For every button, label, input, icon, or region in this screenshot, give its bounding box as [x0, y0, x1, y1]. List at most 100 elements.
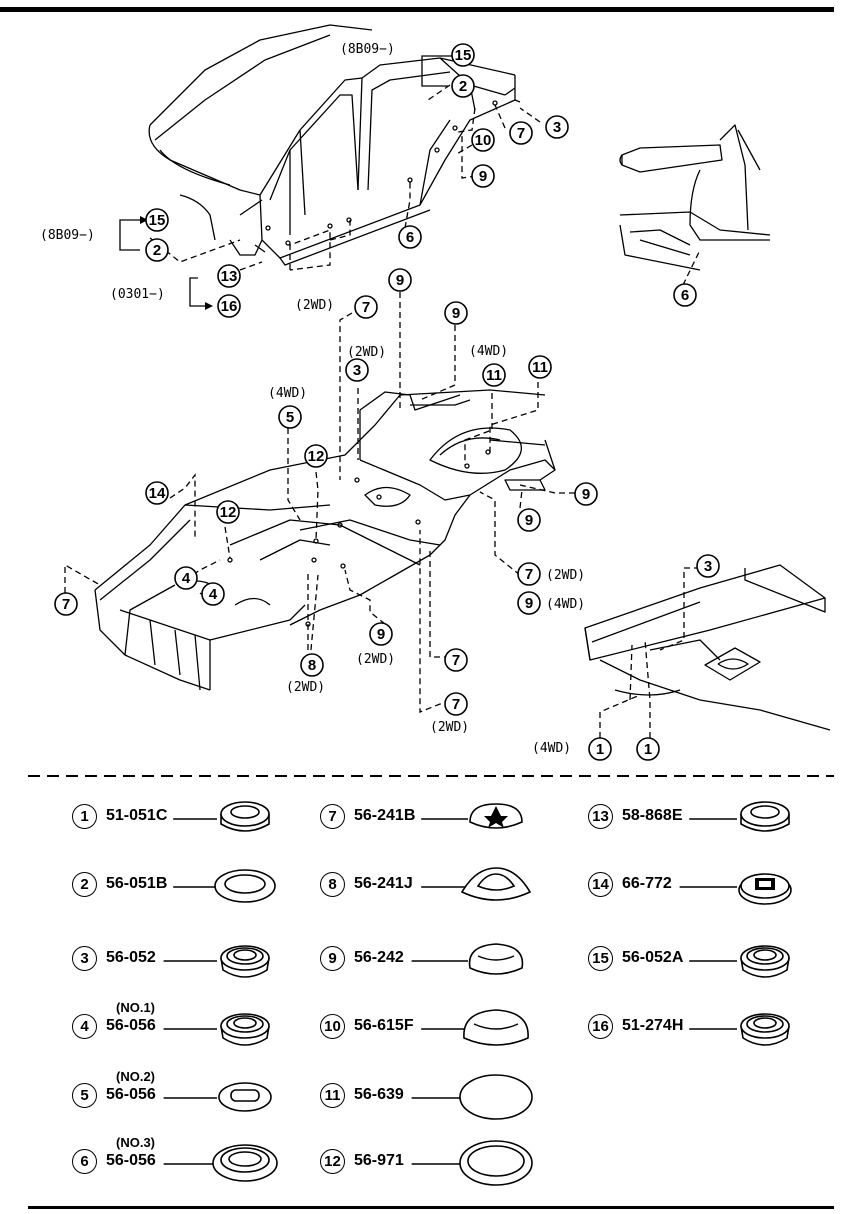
callout-number: 9 [582, 486, 590, 503]
car-body-illustration [94, 24, 831, 731]
callout-circle [174, 566, 198, 590]
callout-circle [517, 508, 541, 532]
legend-number: 3 [80, 950, 89, 967]
callout-number: 10 [475, 132, 492, 149]
callout-circle [517, 562, 541, 586]
legend-number: 4 [80, 1018, 89, 1035]
callout-number: 5 [286, 409, 294, 426]
note-2wd-7: (2WD) [295, 298, 335, 313]
legend-number: 16 [592, 1018, 609, 1035]
legend-illustrations [163, 801, 792, 1186]
callout-circle [545, 115, 569, 139]
grommet-illustration-3 [163, 945, 270, 978]
callout-number: 12 [220, 504, 237, 521]
grommet-illustration-5 [163, 1082, 272, 1112]
callout-circle [145, 481, 169, 505]
callout-circle [216, 500, 240, 524]
legend-number-badge: 3 [72, 946, 97, 971]
legend-number: 5 [80, 1087, 89, 1104]
legend-number: 13 [592, 808, 609, 825]
grommet-illustration-2 [173, 869, 276, 903]
callout-number: 7 [452, 696, 460, 713]
callout-circle [444, 692, 468, 716]
legend-note: (NO.2) [116, 1069, 155, 1084]
callout-13: 13 [217, 264, 241, 288]
callout-number: 13 [221, 268, 238, 285]
callout-circle [217, 264, 241, 288]
legend-note: (NO.3) [116, 1135, 155, 1150]
callout-16: 16 [217, 294, 241, 318]
callout-circle [354, 295, 378, 319]
callout-number: 7 [517, 125, 525, 142]
callout-circle [54, 592, 78, 616]
callout-1: 1 [588, 737, 612, 761]
callout-12: 12 [216, 500, 240, 524]
callout-9: 9 [388, 268, 412, 292]
callout-circle [517, 591, 541, 615]
legend-part-number: 66-772 [622, 875, 672, 892]
callout-number: 3 [704, 558, 712, 575]
callout-9: 9 [517, 508, 541, 532]
callout-7: 7 [54, 592, 78, 616]
callout-number: 12 [308, 448, 325, 465]
callout-number: 3 [353, 362, 361, 379]
legend-number: 14 [592, 876, 609, 893]
callout-number: 9 [525, 512, 533, 529]
legend-part-number: 56-056 [106, 1086, 156, 1103]
callout-circle [444, 648, 468, 672]
legend-number-badge: 5 [72, 1083, 97, 1108]
callout-circle [201, 582, 225, 606]
callout-circle [388, 268, 412, 292]
callout-8: 8 [300, 653, 324, 677]
callout-number: 3 [553, 119, 561, 136]
callout-2: 2 [145, 238, 169, 262]
callout-2: 2 [451, 74, 475, 98]
grommet-illustration-14 [679, 873, 792, 905]
callout-circle [528, 355, 552, 379]
callout-9: 9 [574, 482, 598, 506]
callout-circle [145, 208, 169, 232]
callout-number: 14 [149, 485, 166, 502]
callout-number: 7 [62, 596, 70, 613]
callout-circle [217, 294, 241, 318]
legend-number: 15 [592, 950, 609, 967]
callout-circle [482, 363, 506, 387]
bottom-border [28, 1206, 834, 1209]
callout-3: 3 [545, 115, 569, 139]
callout-15: 15 [451, 43, 475, 67]
legend-part-number: 56-051B [106, 875, 168, 892]
legend-part-number: 56-241B [354, 807, 416, 824]
callout-9: 9 [369, 622, 393, 646]
callout-number: 4 [209, 586, 218, 603]
callout-circle [471, 164, 495, 188]
note-2wd-7c: (2WD) [546, 568, 586, 583]
callout-number: 7 [452, 652, 460, 669]
legend-number: 10 [324, 1018, 341, 1035]
grommet-illustration-1 [173, 801, 270, 832]
callout-number: 9 [479, 168, 487, 185]
callout-number: 15 [455, 47, 472, 64]
legend-number: 6 [80, 1153, 89, 1170]
callout-circle [278, 405, 302, 429]
callout-7: 7 [444, 692, 468, 716]
legend-number-badge: 9 [320, 946, 345, 971]
legend-number-badge: 15 [588, 946, 613, 971]
callout-5: 5 [278, 405, 302, 429]
legend-number-badge: 7 [320, 804, 345, 829]
callout-number: 8 [308, 657, 316, 674]
legend-part-number: 56-242 [354, 949, 404, 966]
grommet-illustration-13 [689, 801, 790, 832]
note-4wd-11: (4WD) [469, 344, 509, 359]
legend-number: 9 [328, 950, 337, 967]
callout-3: 3 [696, 554, 720, 578]
legend-part-number: 56-056 [106, 1152, 156, 1169]
callout-1: 1 [636, 737, 660, 761]
grommet-illustration-8 [421, 867, 532, 901]
legend-number-badge: 10 [320, 1014, 345, 1039]
legend-number-badge: 11 [320, 1083, 345, 1108]
legend-part-number: 56-615F [354, 1017, 414, 1034]
callout-number: 15 [149, 212, 166, 229]
callout-number: 6 [406, 229, 414, 246]
